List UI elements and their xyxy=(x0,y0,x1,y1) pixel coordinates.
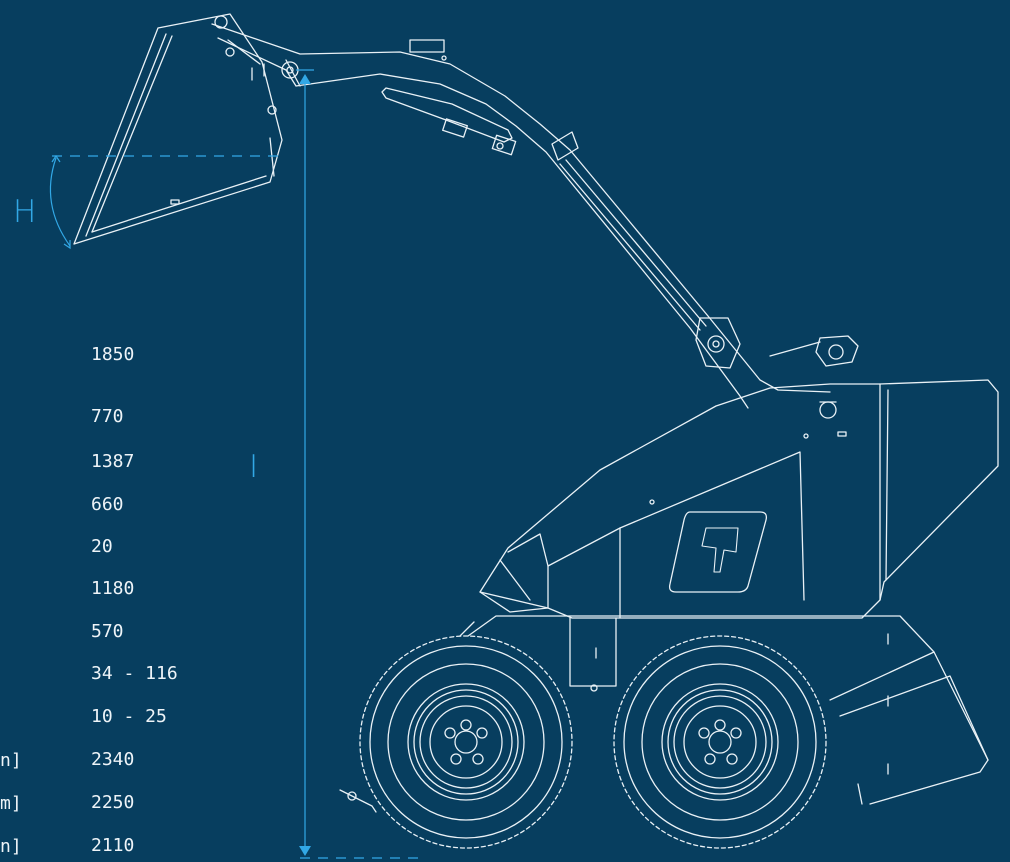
spec-unit: n] xyxy=(0,750,22,771)
spec-unit: m] xyxy=(0,793,22,814)
spec-value: 34 - 116 xyxy=(91,663,178,684)
side-logo-panel xyxy=(668,511,768,593)
chassis xyxy=(479,383,881,619)
rear-pivot xyxy=(695,317,859,369)
spec-unit: n] xyxy=(0,836,22,857)
spec-value: 1180 xyxy=(91,578,135,599)
h-angle-arc xyxy=(49,157,71,247)
dimension-label-i: I xyxy=(249,449,259,485)
front-step xyxy=(339,621,475,813)
bucket xyxy=(73,13,283,245)
front-wheel xyxy=(359,635,573,849)
spec-value: 1850 xyxy=(91,344,135,365)
spec-value: 2250 xyxy=(91,792,135,813)
spec-value: 10 - 25 xyxy=(91,706,167,727)
spec-value: 660 xyxy=(91,494,124,515)
spec-value: 1387 xyxy=(91,451,135,472)
spec-value: 2110 xyxy=(91,835,135,856)
lift-arm xyxy=(211,23,831,409)
spec-value: 20 xyxy=(91,536,113,557)
rear-hood xyxy=(649,379,999,601)
rear-wheel xyxy=(613,635,827,849)
spec-value: 770 xyxy=(91,406,124,427)
spec-value: 2340 xyxy=(91,749,135,770)
dimension-label-h: H xyxy=(13,194,37,230)
lower-frame xyxy=(467,615,989,805)
lift-cylinder xyxy=(381,87,517,156)
spec-value: 570 xyxy=(91,621,124,642)
